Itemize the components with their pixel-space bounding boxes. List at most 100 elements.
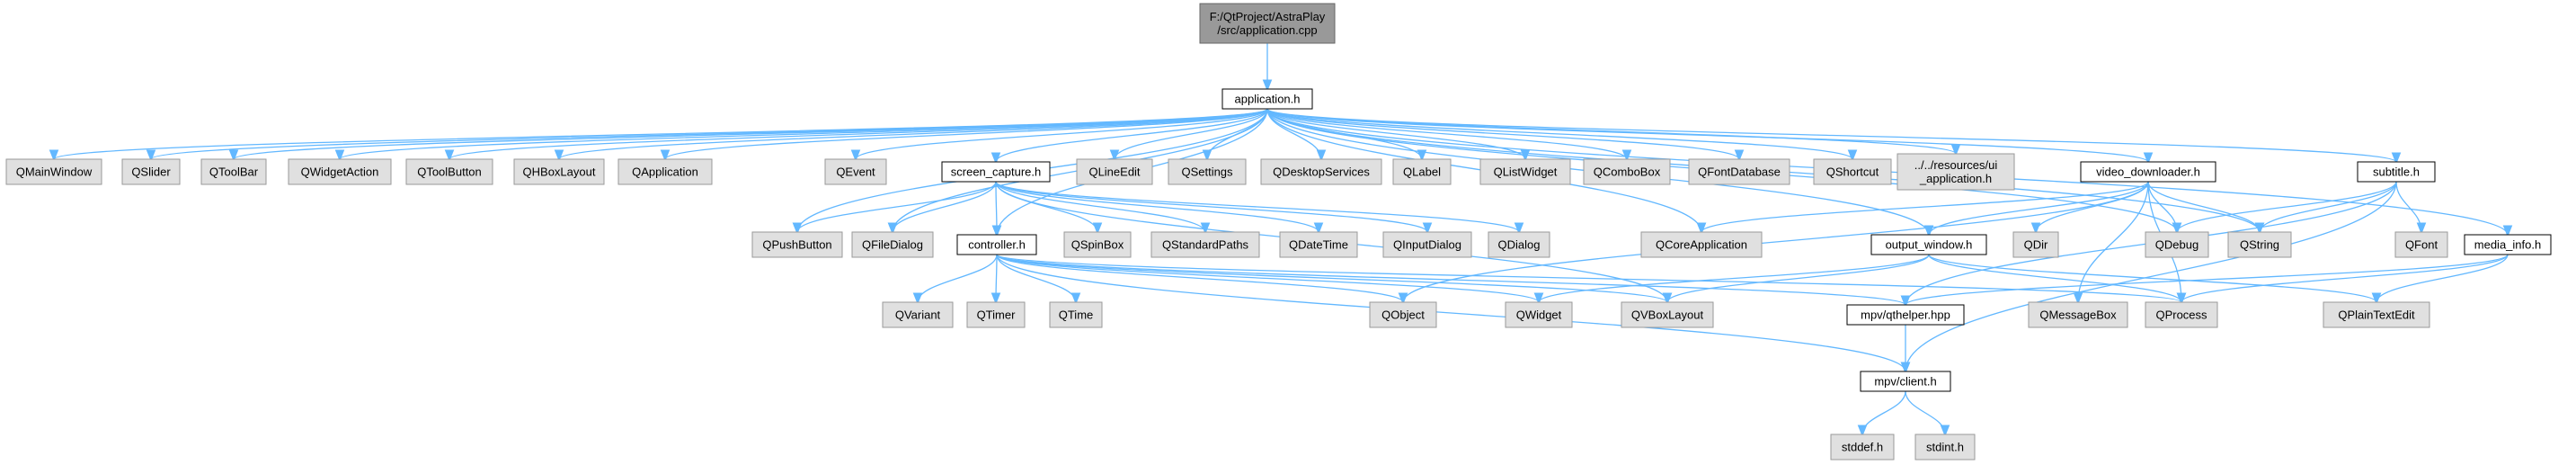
node-QFont: QFont [2394, 231, 2448, 258]
node-label-QEvent: QEvent [836, 165, 875, 179]
edge-output_window_h-to-QVBoxLayout [1667, 254, 1930, 302]
node-box-mpv_qthelper_hpp [1846, 304, 1965, 326]
node-QWidgetAction: QWidgetAction [288, 158, 392, 185]
node-label-QToolButton: QToolButton [417, 165, 482, 179]
node-box-QStandardPaths [1150, 231, 1260, 258]
node-label-QLabel: QLabel [1403, 165, 1441, 179]
node-label-QInputDialog: QInputDialog [1393, 238, 1461, 252]
node-box-QTimer [966, 301, 1026, 328]
node-box-QCoreApplication [1640, 231, 1763, 258]
node-label-QStandardPaths: QStandardPaths [1162, 238, 1249, 252]
edge-controller_h-to-QWidget [996, 254, 1539, 302]
node-box-QDateTime [1279, 231, 1358, 258]
node-label-controller_h: controller.h [968, 238, 1026, 252]
node-box-QApplication [617, 158, 713, 185]
node-box-QListWidget [1479, 158, 1571, 185]
node-label-QMessageBox: QMessageBox [2039, 309, 2117, 322]
node-QObject: QObject [1369, 301, 1437, 328]
node-box-ui_application_h [1896, 153, 2015, 191]
node-box-video_downloader_h [2080, 161, 2216, 183]
edge-application_h-to-QToolButton [449, 108, 1268, 159]
node-label-stddef_h: stddef.h [1842, 441, 1883, 454]
node-label-QComboBox: QComboBox [1594, 165, 1661, 179]
node-output_window_h[interactable]: output_window.h [1870, 234, 1987, 255]
node-label-QShortcut: QShortcut [1826, 165, 1879, 179]
node-label-subtitle_h: subtitle.h [2373, 165, 2420, 179]
node-application_h[interactable]: application.h [1221, 88, 1313, 110]
node-root[interactable]: F:/QtProject/AstraPlay/src/application.c… [1199, 3, 1336, 44]
node-box-QToolButton [405, 158, 493, 185]
edge-application_h-to-QSlider [151, 108, 1268, 159]
node-QLabel: QLabel [1392, 158, 1452, 185]
node-box-QLineEdit [1076, 158, 1153, 185]
edge-output_window_h-to-QPlainTextEdit [1928, 254, 2376, 302]
node-media_info_h[interactable]: media_info.h [2464, 234, 2552, 255]
edge-subtitle_h-to-QString [2260, 181, 2397, 232]
node-controller_h[interactable]: controller.h [956, 234, 1037, 255]
node-stddef_h: stddef.h [1830, 434, 1895, 461]
node-QTime: QTime [1049, 301, 1103, 328]
edge-controller_h-to-QVBoxLayout [996, 254, 1667, 302]
node-box-QMainWindow [5, 158, 102, 185]
node-box-QWidgetAction [288, 158, 392, 185]
node-box-QProcess [2145, 301, 2218, 328]
node-label-QWidget: QWidget [1516, 309, 1562, 322]
node-mpv_client_h[interactable]: mpv/client.h [1860, 371, 1951, 392]
node-box-QShortcut [1813, 158, 1892, 185]
node-label-QObject: QObject [1381, 309, 1425, 322]
node-box-QDebug [2145, 231, 2209, 258]
edge-mpv_client_h-to-stddef_h [1862, 390, 1906, 434]
node-label-video_downloader_h: video_downloader.h [2096, 165, 2200, 179]
edge-application_h-to-QApplication [665, 108, 1268, 159]
node-label-QVBoxLayout: QVBoxLayout [1631, 309, 1704, 322]
edge-video_downloader_h-to-QObject [1403, 181, 2149, 302]
node-box-QObject [1369, 301, 1437, 328]
node-box-subtitle_h [2357, 161, 2436, 183]
edge-mpv_client_h-to-stdint_h [1905, 390, 1945, 434]
node-box-QMessageBox [2028, 301, 2128, 328]
node-layer: F:/QtProject/AstraPlay/src/application.c… [5, 3, 2552, 461]
edge-controller_h-to-QObject [996, 254, 1403, 302]
node-mpv_qthelper_hpp[interactable]: mpv/qthelper.hpp [1846, 304, 1965, 326]
node-QFontDatabase: QFontDatabase [1688, 158, 1790, 185]
edge-controller_h-to-QTime [996, 254, 1076, 302]
edge-screen_capture_h-to-QInputDialog [995, 181, 1427, 232]
node-label-QPlainTextEdit: QPlainTextEdit [2338, 309, 2415, 322]
edge-screen_capture_h-to-QStandardPaths [995, 181, 1205, 232]
node-stdint_h: stdint.h [1914, 434, 1976, 461]
node-QDesktopServices: QDesktopServices [1260, 158, 1382, 185]
node-label-QString: QString [2240, 238, 2279, 252]
node-label-QDialog: QDialog [1498, 238, 1541, 252]
node-QString: QString [2227, 231, 2292, 258]
node-label-QLineEdit: QLineEdit [1088, 165, 1140, 179]
node-label-QFileDialog: QFileDialog [862, 238, 923, 252]
node-screen_capture_h[interactable]: screen_capture.h [941, 161, 1051, 183]
node-subtitle_h[interactable]: subtitle.h [2357, 161, 2436, 183]
node-QTimer: QTimer [966, 301, 1026, 328]
node-box-controller_h [956, 234, 1037, 255]
node-box-QString [2227, 231, 2292, 258]
edge-application_h-to-QToolBar [234, 108, 1268, 159]
node-QComboBox: QComboBox [1583, 158, 1671, 185]
node-label-mpv_qthelper_hpp: mpv/qthelper.hpp [1861, 309, 1950, 322]
node-box-QVBoxLayout [1621, 301, 1714, 328]
edge-screen_capture_h-to-QFileDialog [893, 181, 997, 232]
edge-application_h-to-QWidgetAction [340, 108, 1268, 159]
edge-screen_capture_h-to-controller_h [996, 181, 997, 235]
node-label-QCoreApplication: QCoreApplication [1656, 238, 1747, 252]
node-box-QTime [1049, 301, 1103, 328]
edge-subtitle_h-to-QDebug [2177, 181, 2397, 232]
node-label-QDesktopServices: QDesktopServices [1273, 165, 1370, 179]
node-box-stdint_h [1914, 434, 1976, 461]
node-label-QDateTime: QDateTime [1289, 238, 1348, 252]
node-QProcess: QProcess [2145, 301, 2218, 328]
edge-application_h-to-screen_capture_h [996, 108, 1268, 162]
node-label-QApplication: QApplication [632, 165, 698, 179]
node-label-root: /src/application.cpp [1217, 23, 1317, 37]
node-label-mpv_client_h: mpv/client.h [1874, 375, 1936, 389]
node-video_downloader_h[interactable]: video_downloader.h [2080, 161, 2216, 183]
node-QVariant: QVariant [882, 301, 954, 328]
node-label-QProcess: QProcess [2155, 309, 2207, 322]
node-label-QTimer: QTimer [977, 309, 1017, 322]
node-box-QComboBox [1583, 158, 1671, 185]
